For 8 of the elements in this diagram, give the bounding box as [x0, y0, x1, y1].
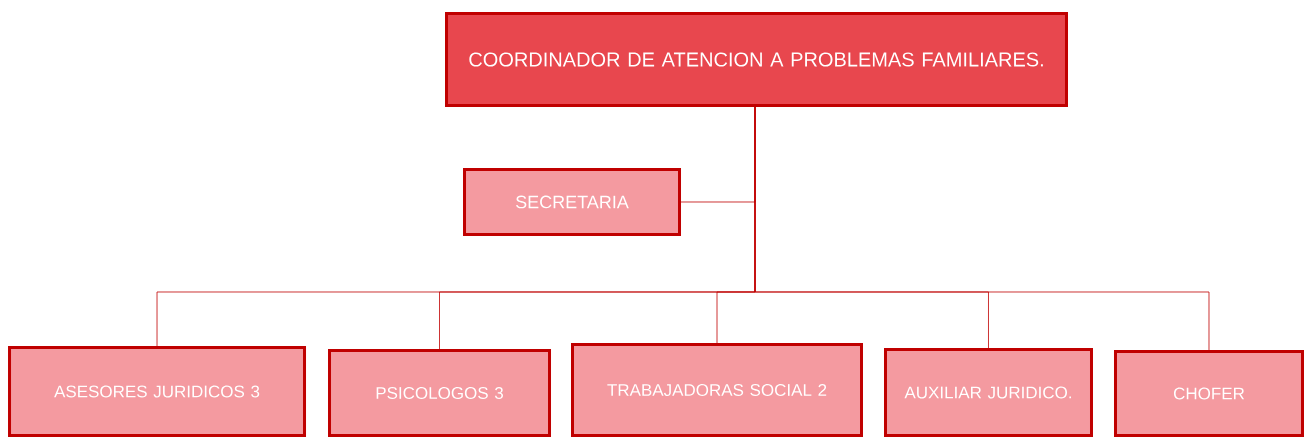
- position-box: ASESORES JURIDICOS 3: [8, 346, 306, 437]
- position-box: SECRETARIA: [463, 168, 681, 236]
- position-box: CHOFER: [1114, 350, 1304, 437]
- connector-line: [754, 106, 1210, 351]
- position-box: PSICOLOGOS 3: [328, 349, 551, 437]
- head-box: COORDINADOR DE ATENCION A PROBLEMAS FAMILIARES.: [445, 12, 1068, 107]
- position-box: TRABAJADORAS SOCIAL 2: [571, 343, 863, 437]
- position-box: AUXILIAR JURIDICO.: [884, 348, 1093, 437]
